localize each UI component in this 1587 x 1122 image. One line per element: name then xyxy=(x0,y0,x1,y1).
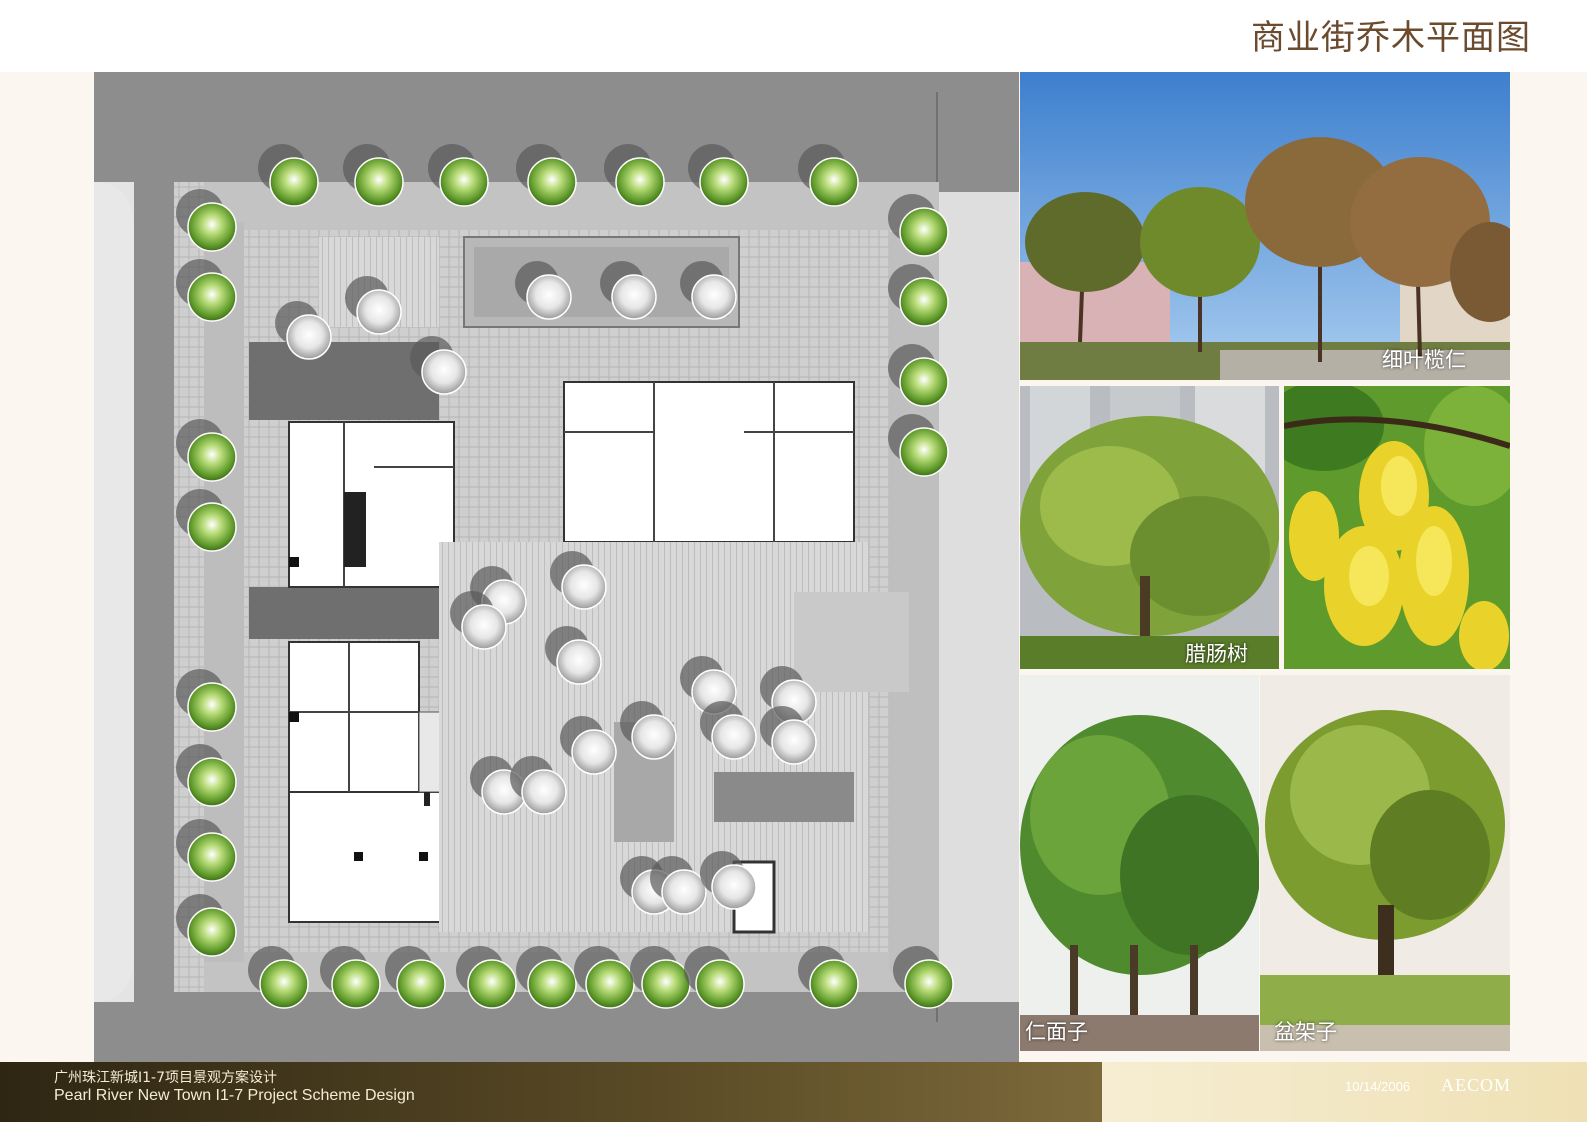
tree-symbol xyxy=(187,682,237,732)
tree-symbol xyxy=(699,157,749,207)
tree-symbol xyxy=(396,959,446,1009)
tree-symbol xyxy=(904,959,954,1009)
tree-symbol xyxy=(187,907,237,957)
tree-symbol xyxy=(461,604,507,650)
tree-symbol xyxy=(711,864,757,910)
project-name-cn: 广州珠江新城I1-7项目景观方案设计 xyxy=(54,1070,277,1086)
photo-alstonia: 盆架子 xyxy=(1260,675,1510,1051)
tree-symbol xyxy=(331,959,381,1009)
tree-symbol xyxy=(356,289,402,335)
photo-terminalia: 细叶榄仁 xyxy=(1020,72,1510,380)
tree-symbol xyxy=(467,959,517,1009)
tree-symbol xyxy=(691,274,737,320)
page-title: 商业街乔木平面图 xyxy=(1251,18,1531,58)
header-band xyxy=(0,0,1587,72)
photo-caption: 腊肠树 xyxy=(1185,642,1248,666)
tree-symbol xyxy=(187,272,237,322)
tree-symbol xyxy=(354,157,404,207)
tree-symbol xyxy=(286,314,332,360)
photo-dracontomelon: 仁面子 xyxy=(1020,675,1259,1051)
tree-symbol xyxy=(641,959,691,1009)
tree-symbol xyxy=(187,757,237,807)
tree-symbol xyxy=(899,277,949,327)
tree-symbol xyxy=(771,719,817,765)
tree-symbol xyxy=(661,869,707,915)
project-name-en: Pearl River New Town I1-7 Project Scheme… xyxy=(54,1087,415,1104)
photo-cassia-tree: 腊肠树 xyxy=(1020,386,1279,669)
date-label: 10/14/2006 xyxy=(1345,1079,1411,1094)
photo-caption: 仁面子 xyxy=(1025,1020,1088,1044)
tree-symbol xyxy=(526,274,572,320)
tree-symbol xyxy=(187,432,237,482)
tree-symbol xyxy=(187,502,237,552)
tree-symbol xyxy=(711,714,757,760)
tree-symbol xyxy=(561,564,607,610)
tree-symbol xyxy=(631,714,677,760)
tree-symbol xyxy=(556,639,602,685)
tree-symbol xyxy=(421,349,467,395)
company-logo: AECOM xyxy=(1441,1075,1512,1095)
tree-symbol xyxy=(527,157,577,207)
footer-brand: 10/14/2006 AECOM xyxy=(1102,1062,1587,1122)
footer-bar: 广州珠江新城I1-7项目景观方案设计 Pearl River New Town … xyxy=(0,1062,1102,1122)
tree-symbol xyxy=(899,357,949,407)
tree-symbol xyxy=(809,959,859,1009)
tree-symbol xyxy=(259,959,309,1009)
photo-caption: 盆架子 xyxy=(1274,1020,1337,1044)
tree-symbol xyxy=(521,769,567,815)
tree-symbol xyxy=(809,157,859,207)
photo-cassia-flowers xyxy=(1284,386,1510,669)
photo-caption: 细叶榄仁 xyxy=(1382,348,1466,372)
site-plan xyxy=(94,72,1019,1062)
tree-symbol xyxy=(899,207,949,257)
tree-symbol xyxy=(585,959,635,1009)
tree-symbol xyxy=(571,729,617,775)
tree-symbol xyxy=(187,832,237,882)
tree-symbol xyxy=(187,202,237,252)
tree-symbol xyxy=(611,274,657,320)
tree-symbol xyxy=(527,959,577,1009)
tree-symbol xyxy=(615,157,665,207)
tree-symbol xyxy=(269,157,319,207)
tree-symbol xyxy=(695,959,745,1009)
tree-symbol xyxy=(899,427,949,477)
tree-symbol xyxy=(439,157,489,207)
